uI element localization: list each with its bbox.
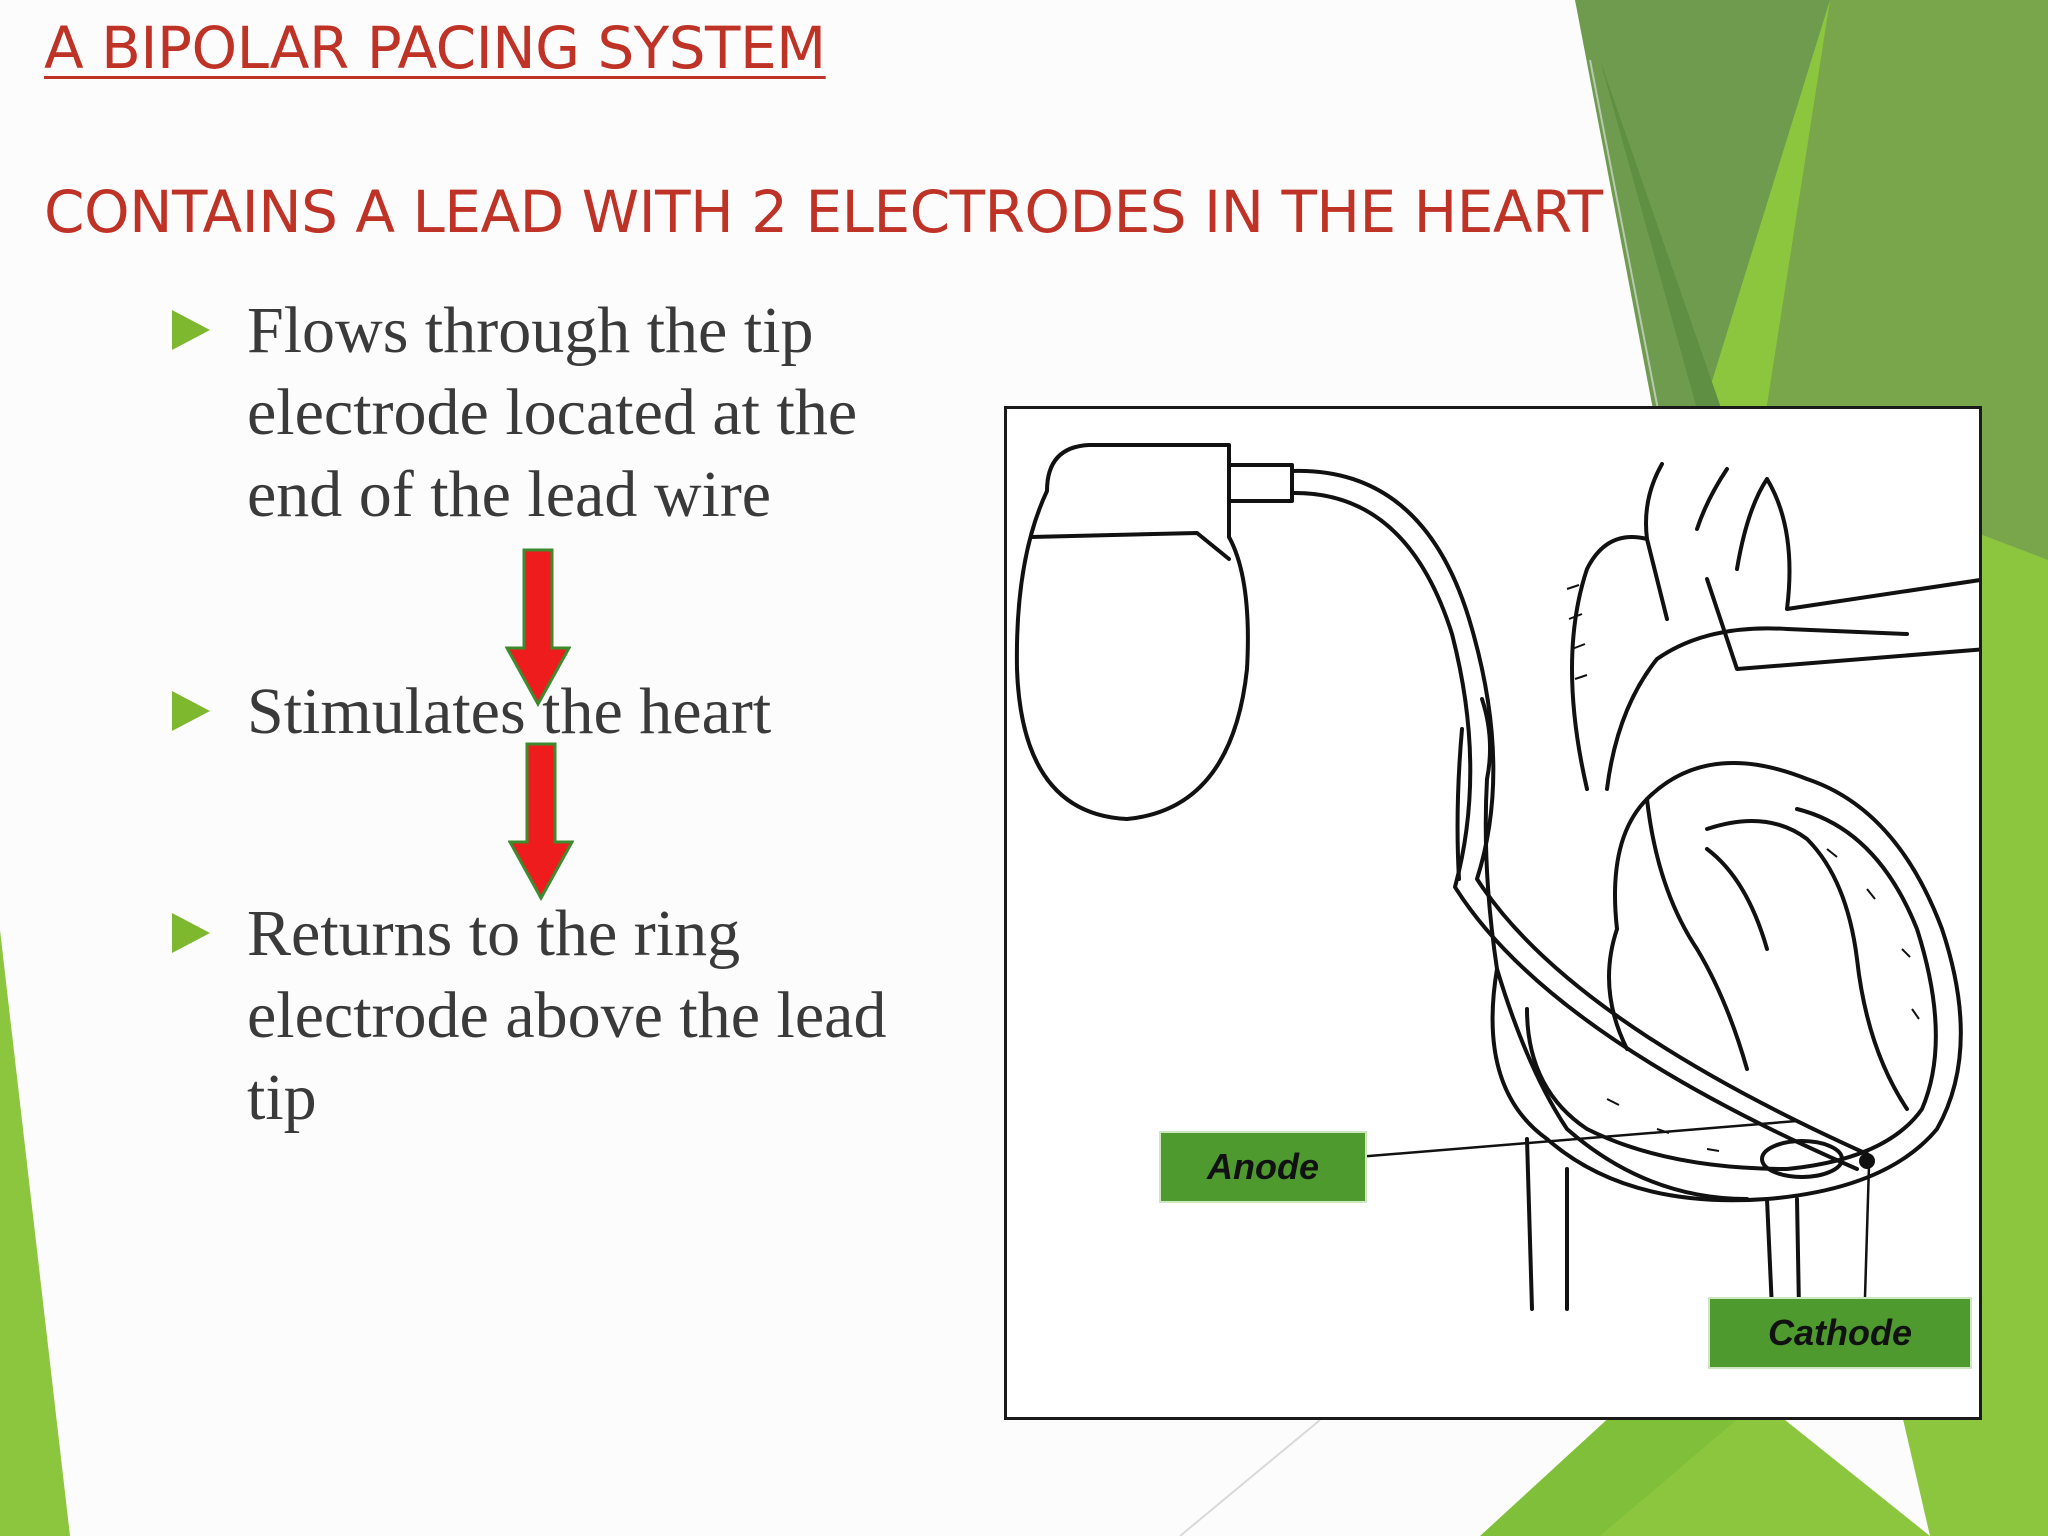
heart-outline xyxy=(1490,761,1963,1203)
down-arrow-icon xyxy=(508,742,574,902)
bullet-text-3: Returns to the ring electrode above the … xyxy=(247,897,887,1134)
bullet-text-1: Flows through the tip electrode located … xyxy=(247,294,858,531)
slide-subtitle: CONTAINS A LEAD WITH 2 ELECTRODES IN THE… xyxy=(44,178,1603,246)
cathode-label: Cathode xyxy=(1708,1297,1972,1369)
heart-lead-illustration xyxy=(1014,443,1979,1311)
triangle-bullet-icon xyxy=(172,310,210,350)
down-arrow-icon xyxy=(505,548,571,708)
pacemaker-generator xyxy=(1014,443,1250,821)
triangle-bullet-icon xyxy=(172,913,210,953)
bullet-text-2: Stimulates the heart xyxy=(247,675,772,748)
bipolar-pacing-diagram: Anode Cathode xyxy=(1004,406,1982,1420)
slide-title: A BIPOLAR PACING SYSTEM xyxy=(44,14,826,82)
anode-label: Anode xyxy=(1159,1131,1367,1203)
triangle-bullet-icon xyxy=(172,691,210,731)
pacing-lead xyxy=(1290,468,1869,1156)
